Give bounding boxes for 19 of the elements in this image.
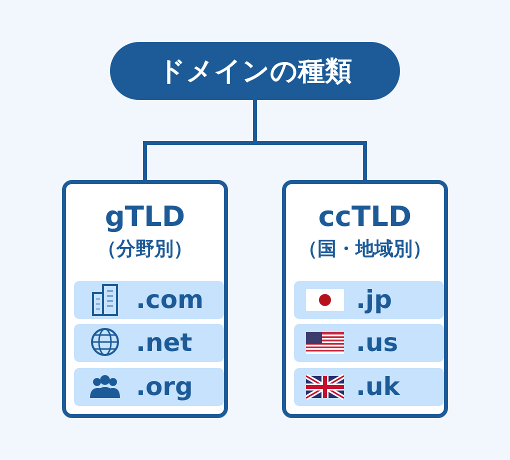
list-row: [74, 324, 224, 362]
list-row: [74, 368, 224, 406]
list-row: [294, 281, 444, 319]
box-subheading: （国・地域別）: [298, 237, 432, 262]
list-row: [74, 281, 224, 319]
box-subheading: （分野別）: [96, 237, 194, 262]
domain-label: .net: [136, 328, 192, 358]
box-heading: gTLD: [104, 200, 186, 234]
domain-label: .uk: [356, 372, 400, 402]
title-pill: ドメインの種類: [110, 42, 400, 100]
category-box: [282, 180, 448, 418]
box-heading: ccTLD: [317, 200, 413, 234]
domain-label: .com: [136, 285, 204, 315]
list-row: [294, 324, 444, 362]
category-box: [62, 180, 228, 418]
domain-label: .jp: [356, 285, 392, 315]
domain-label: .us: [356, 328, 398, 358]
list-row: [294, 368, 444, 406]
domain-label: .org: [136, 372, 193, 402]
